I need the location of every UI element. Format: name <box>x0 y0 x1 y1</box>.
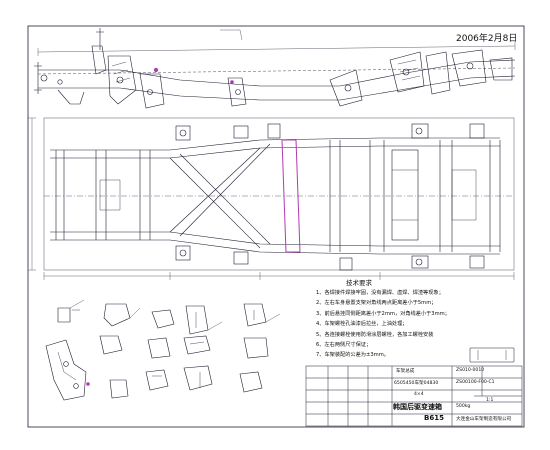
part-number-1: ZS010-0010 <box>456 368 485 373</box>
requirement-item: 1、各焊接件焊接牢固，没有漏焊、虚焊、焊渣等现象； <box>316 290 444 296</box>
requirement-item: 2、左右车身悬置支架对角线两点距离差小于5mm； <box>316 300 437 307</box>
sheet-code: B615 <box>424 414 444 422</box>
requirement-item: 4、车架螺栓孔油漆后拉丝，上油处理； <box>316 321 408 328</box>
drawing-border <box>27 25 525 428</box>
drive-type: 4×4 <box>414 392 424 397</box>
detail-views <box>45 299 281 401</box>
spec-line: 6505450车架04830 <box>394 381 439 386</box>
requirement-item: 7、车架装配的公差为±3mm。 <box>316 352 389 359</box>
technical-requirements-list: 1、各焊接件焊接牢固，没有漏焊、虚焊、焊渣等现象； 2、左右车身悬置支架对角线两… <box>316 288 450 361</box>
requirement-item: 3、前后悬挂同侧距离差小于2mm，对角线差小于3mm； <box>316 310 450 317</box>
scale: 1:1 <box>486 398 494 403</box>
technical-requirements-title: 技术要求 <box>346 279 372 287</box>
company-name: 大连金山车架制造有限公司 <box>456 417 512 422</box>
drawing-name: 韩国后驱变速箱 <box>393 403 442 411</box>
date-stamp: 2006年2月8日 <box>456 34 518 44</box>
plan-view <box>28 117 515 280</box>
requirement-item: 6、左右两侧尺寸保证； <box>316 342 372 349</box>
assembly-label: 车架总成 <box>396 369 415 374</box>
title-block <box>305 347 523 427</box>
weight: 500kg <box>456 404 471 409</box>
requirement-item: 5、各连接螺栓使用防滑涂层螺栓，各加工螺栓安装 <box>316 331 434 338</box>
side-view <box>34 28 516 109</box>
part-number-2: ZS00100-F00-C1 <box>456 380 495 385</box>
